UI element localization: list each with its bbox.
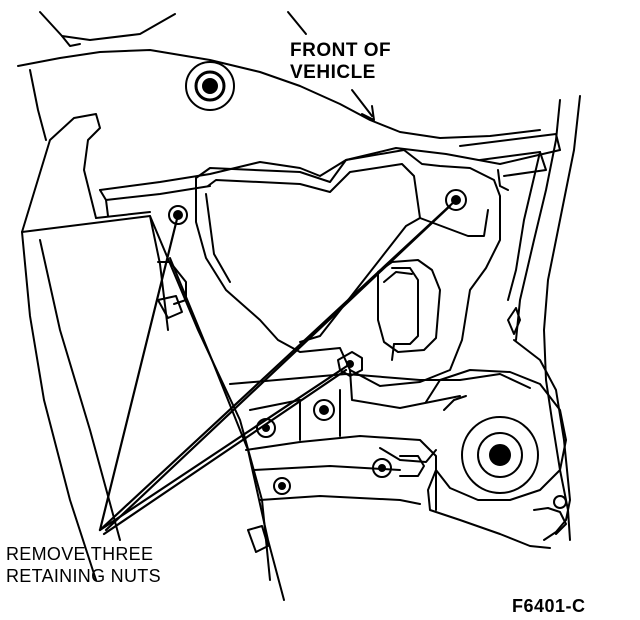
trim-clip-icon <box>157 295 269 553</box>
front-of-vehicle-label: FRONT OF VEHICLE <box>290 40 391 84</box>
front-label-line2: VEHICLE <box>290 62 376 83</box>
nuts-label-line2: RETAINING NUTS <box>6 566 161 586</box>
callout-leader-lines <box>98 198 458 536</box>
module-bracket <box>195 149 501 409</box>
nuts-label-line1: REMOVE THREE <box>6 544 154 564</box>
connector-plug-icon <box>377 259 441 361</box>
mounting-plate <box>229 373 531 511</box>
body-panel <box>17 11 541 141</box>
frame-rail <box>99 133 561 217</box>
motor-hub <box>425 369 567 549</box>
retaining-nuts-callout: REMOVE THREE RETAINING NUTS <box>6 543 161 587</box>
grommet-icon <box>185 61 235 111</box>
door-pillar <box>497 95 581 541</box>
door-trim-post <box>21 113 285 601</box>
front-direction-arrows-icon <box>287 11 375 121</box>
figure-code: F6401-C <box>512 596 586 616</box>
front-label-line1: FRONT OF <box>290 40 392 61</box>
fastener-bolts-icon <box>256 399 567 509</box>
